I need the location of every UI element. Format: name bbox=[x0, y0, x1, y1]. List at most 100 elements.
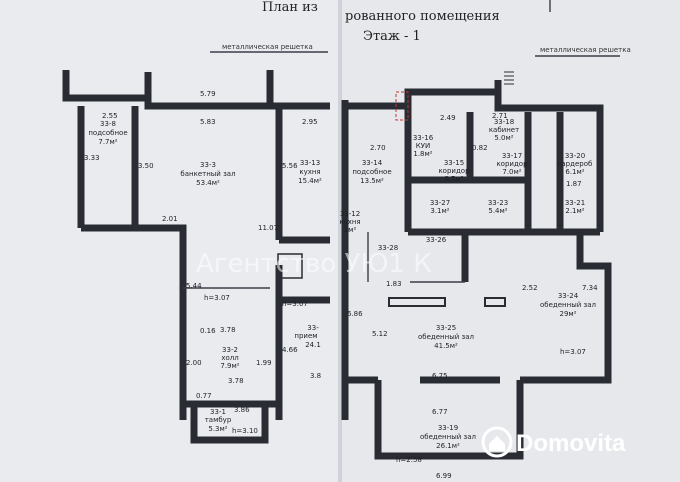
room-33-21: 33-21 2.1м² bbox=[565, 199, 585, 215]
svg-text:6.86: 6.86 bbox=[347, 310, 363, 318]
svg-text:5.0м²: 5.0м² bbox=[494, 134, 513, 142]
svg-text:41.5м²: 41.5м² bbox=[434, 342, 458, 350]
room-33-15: 33-15 коридор 8.5м² bbox=[438, 159, 470, 183]
svg-text:подсобное: подсобное bbox=[352, 168, 391, 176]
svg-text:53.4м²: 53.4м² bbox=[196, 179, 220, 187]
left-walls bbox=[62, 70, 330, 444]
room-33-19: 33-19 обеденный зал 26.1м² bbox=[420, 424, 476, 450]
svg-text:33-8: 33-8 bbox=[100, 120, 116, 128]
svg-text:3.78: 3.78 bbox=[228, 377, 244, 385]
red-marking bbox=[395, 91, 409, 121]
grille-note-right: металлическая решетка bbox=[540, 46, 631, 54]
svg-text:3.78: 3.78 bbox=[220, 326, 236, 334]
stair-block bbox=[277, 253, 303, 279]
svg-text:2.71: 2.71 bbox=[492, 112, 508, 120]
svg-text:33-20: 33-20 bbox=[565, 152, 585, 160]
svg-text:коридор: коридор bbox=[438, 167, 470, 175]
svg-text:2.49: 2.49 bbox=[440, 114, 456, 122]
svg-text:прием: прием bbox=[294, 332, 317, 340]
svg-text:коридор: коридор bbox=[496, 160, 528, 168]
svg-text:33-: 33- bbox=[307, 324, 319, 332]
svg-text:3.8: 3.8 bbox=[310, 372, 321, 380]
svg-text:6.77: 6.77 bbox=[432, 408, 448, 416]
svg-text:2.70: 2.70 bbox=[370, 144, 386, 152]
svg-text:29м²: 29м² bbox=[560, 310, 577, 318]
room-33-17: 33-17 коридор 7.0м² bbox=[496, 152, 528, 176]
svg-text:33-16: 33-16 bbox=[413, 134, 434, 142]
svg-text:7.34: 7.34 bbox=[582, 284, 598, 292]
svg-text:8.5м²: 8.5м² bbox=[444, 175, 463, 183]
svg-text:33-21: 33-21 bbox=[565, 199, 585, 207]
svg-text:33-3: 33-3 bbox=[200, 161, 216, 169]
room-33-8: 33-8 подсобное 7.7м² bbox=[88, 120, 127, 146]
grille-note-left: металлическая решетка bbox=[222, 43, 313, 51]
svg-text:33-17: 33-17 bbox=[502, 152, 522, 160]
svg-text:33-13: 33-13 bbox=[300, 159, 320, 167]
svg-text:6.99: 6.99 bbox=[436, 472, 452, 480]
svg-text:2.95: 2.95 bbox=[302, 118, 318, 126]
svg-text:0.82: 0.82 bbox=[472, 144, 488, 152]
room-33-2: 33-2 холл 7.9м² bbox=[220, 346, 239, 370]
svg-text:гардероб: гардероб bbox=[558, 160, 593, 168]
dimension-labels: 5.79 5.83 2.55 3.33 3.50 2.95 5.56 2.70 … bbox=[84, 90, 598, 480]
bar-counter bbox=[388, 297, 446, 307]
svg-text:33-12: 33-12 bbox=[340, 210, 360, 218]
svg-text:33-23: 33-23 bbox=[488, 199, 508, 207]
svg-text:11.07: 11.07 bbox=[258, 224, 278, 232]
domovita-logo: Domovita bbox=[481, 426, 626, 458]
room-33-25: 33-25 обеденный зал 41.5м² bbox=[418, 324, 474, 350]
svg-text:3.1м²: 3.1м² bbox=[430, 207, 449, 215]
house-icon bbox=[481, 426, 513, 458]
svg-text:1.83: 1.83 bbox=[386, 280, 402, 288]
svg-text:4.66: 4.66 bbox=[282, 346, 298, 354]
svg-text:13.5м²: 13.5м² bbox=[360, 177, 384, 185]
svg-text:26.1м²: 26.1м² bbox=[436, 442, 460, 450]
room-33-28: 33-28 bbox=[378, 244, 398, 252]
svg-text:33-15: 33-15 bbox=[444, 159, 464, 167]
svg-text:2.1м²: 2.1м² bbox=[565, 207, 584, 215]
svg-text:0.77: 0.77 bbox=[196, 392, 212, 400]
svg-text:2.52: 2.52 bbox=[522, 284, 538, 292]
stair-icon bbox=[504, 71, 514, 85]
right-walls bbox=[341, 80, 612, 460]
floor-label: Этаж - 1 bbox=[363, 29, 421, 44]
svg-text:обеденный зал: обеденный зал bbox=[418, 333, 474, 341]
svg-text:33-25: 33-25 bbox=[436, 324, 456, 332]
svg-text:h=3.10: h=3.10 bbox=[232, 427, 258, 435]
svg-text:5.3м²: 5.3м² bbox=[208, 425, 227, 433]
plan-title-right: рованного помещения bbox=[345, 9, 500, 24]
svg-text:h=3.07: h=3.07 bbox=[560, 348, 586, 356]
svg-text:5.12: 5.12 bbox=[372, 330, 388, 338]
svg-text:33-19: 33-19 bbox=[438, 424, 458, 432]
svg-text:33-14: 33-14 bbox=[362, 159, 383, 167]
svg-text:2.01: 2.01 bbox=[162, 215, 178, 223]
room-33-16: 33-16 КУИ 1.8м² bbox=[413, 134, 434, 158]
svg-text:5.44: 5.44 bbox=[186, 282, 202, 290]
svg-text:5.79: 5.79 bbox=[200, 90, 216, 98]
service-table bbox=[484, 297, 506, 307]
room-33-13: 33-13 кухня 15.4м² bbox=[298, 159, 322, 185]
svg-text:1.8м²: 1.8м² bbox=[413, 150, 432, 158]
room-33-12: 33-12 кухня 1м² bbox=[339, 210, 360, 234]
room-33-reception: 33- прием 24.1 bbox=[294, 324, 320, 349]
room-33-18: 33-18 кабинет 5.0м² bbox=[489, 118, 519, 142]
sheet-fold bbox=[338, 0, 342, 482]
svg-text:1.87: 1.87 bbox=[566, 180, 582, 188]
svg-text:7.9м²: 7.9м² bbox=[220, 362, 239, 370]
svg-text:3.33: 3.33 bbox=[84, 154, 100, 162]
svg-text:33-27: 33-27 bbox=[430, 199, 450, 207]
svg-text:33-18: 33-18 bbox=[494, 118, 514, 126]
svg-text:5.56: 5.56 bbox=[282, 162, 298, 170]
svg-text:1м²: 1м² bbox=[344, 226, 357, 234]
svg-text:банкетный зал: банкетный зал bbox=[180, 170, 235, 178]
room-33-14: 33-14 подсобное 13.5м² bbox=[352, 159, 391, 185]
room-33-20: 33-20 гардероб 6.1м² bbox=[558, 152, 593, 176]
svg-text:3.50: 3.50 bbox=[138, 162, 154, 170]
svg-text:1.99: 1.99 bbox=[256, 359, 272, 367]
svg-text:5.83: 5.83 bbox=[200, 118, 216, 126]
room-33-1: 33-1 тамбур 5.3м² bbox=[205, 408, 232, 433]
svg-text:6.75: 6.75 bbox=[432, 372, 448, 380]
svg-text:2.00: 2.00 bbox=[186, 359, 202, 367]
svg-text:кабинет: кабинет bbox=[489, 126, 519, 134]
